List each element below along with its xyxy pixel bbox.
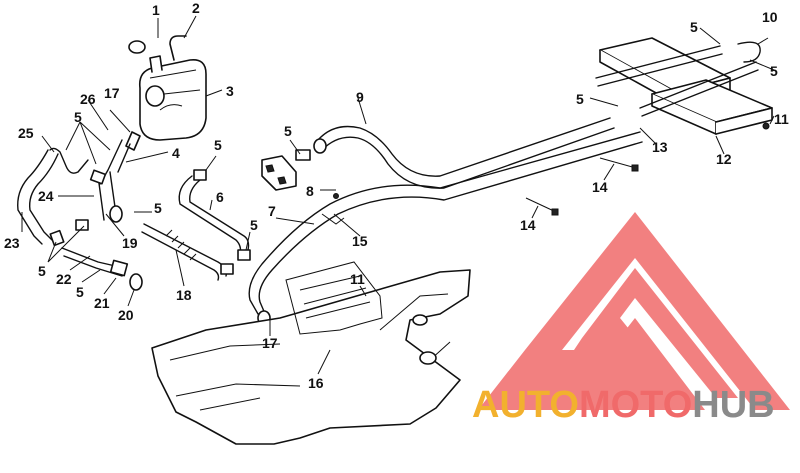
callout-9: 9	[356, 89, 364, 105]
callout-7: 7	[268, 203, 276, 219]
callout-4: 4	[172, 145, 180, 161]
callout-6: 6	[216, 189, 224, 205]
callout-5-bottom-left: 5	[76, 284, 84, 300]
callout-10: 10	[762, 9, 778, 25]
callout-5-lower-left: 5	[38, 263, 46, 279]
hose-6	[178, 169, 251, 261]
callout-labels: 1 2 3 26 17 5 25 4 24 5 19 23 5 22 5 21 …	[4, 0, 789, 391]
callout-24: 24	[38, 188, 54, 204]
left-hoses	[17, 139, 143, 291]
logo-text-hub: HUB	[692, 384, 775, 426]
callout-20: 20	[118, 307, 134, 323]
callout-11-lower: 11	[350, 271, 365, 287]
cooler-12	[595, 37, 773, 135]
callout-25: 25	[18, 125, 34, 141]
callout-15: 15	[352, 233, 368, 249]
oil-tank	[125, 35, 207, 151]
callout-5-top-right: 5	[690, 19, 698, 35]
callout-3: 3	[226, 83, 234, 99]
tube-9	[313, 117, 615, 189]
callout-13: 13	[652, 139, 668, 155]
callout-19: 19	[122, 235, 138, 251]
logo-wordmark: AUTOMOTOHUB	[472, 384, 775, 427]
callout-1: 1	[152, 2, 160, 18]
callout-14-upper: 14	[592, 179, 608, 195]
callout-5-right: 5	[770, 63, 778, 79]
callout-26: 26	[80, 91, 96, 107]
callout-22: 22	[56, 271, 72, 287]
logo-triangle	[478, 212, 790, 410]
bracket	[261, 149, 311, 191]
callout-14-lower: 14	[520, 217, 536, 233]
hose-18	[141, 223, 234, 281]
callout-16: 16	[308, 375, 324, 391]
callout-5-hose6: 5	[214, 137, 222, 153]
callout-12: 12	[716, 151, 732, 167]
logo-text-auto: AUTO	[472, 384, 579, 426]
callout-17-lower: 17	[262, 335, 278, 351]
watermark-logo	[478, 212, 790, 410]
callout-2: 2	[192, 0, 200, 16]
callout-23: 23	[4, 235, 20, 251]
callout-18: 18	[176, 287, 192, 303]
callout-11-right: 11	[774, 111, 789, 127]
leader-lines	[21, 15, 775, 375]
callout-5-upper-left: 5	[74, 109, 82, 125]
callout-8: 8	[306, 183, 314, 199]
logo-text-moto: MOTO	[578, 384, 693, 426]
callout-5-mid-left: 5	[154, 200, 162, 216]
callout-5-bracket: 5	[284, 123, 292, 139]
callout-21: 21	[94, 295, 110, 311]
callout-5-hose6-end: 5	[250, 217, 258, 233]
callout-17-upper: 17	[104, 85, 120, 101]
tank-cap	[128, 40, 146, 54]
skid-plate-16	[151, 261, 471, 445]
callout-5-tube9: 5	[576, 91, 584, 107]
